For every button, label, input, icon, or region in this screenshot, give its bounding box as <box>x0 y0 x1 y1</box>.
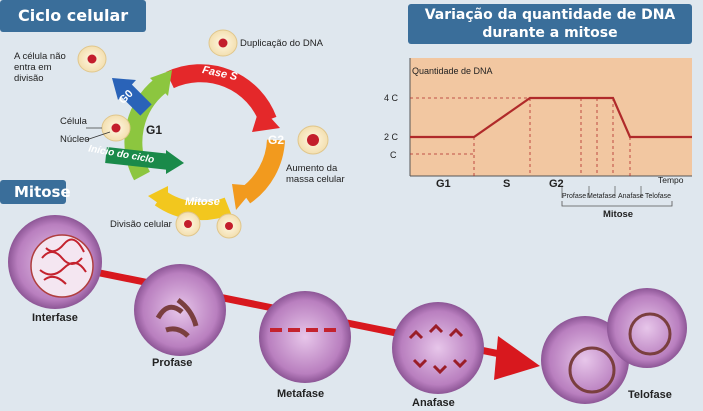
cell-interfase <box>8 215 102 309</box>
stage-label-anafase: Anafase <box>412 397 455 409</box>
cycle-title: Ciclo celular <box>0 0 146 32</box>
chart-plot-area <box>410 58 692 176</box>
phase-label-g2: G2 <box>549 178 564 190</box>
phase-s-arrowhead <box>252 106 280 132</box>
sub-phase-profase: Profase <box>562 193 586 200</box>
dna-chart <box>409 58 692 207</box>
g0-arrow <box>118 82 152 116</box>
phase-mitose-arrowhead <box>148 186 168 210</box>
chart-xlabel: Tempo <box>658 175 684 185</box>
cycle-cells <box>77 29 329 239</box>
label-g2: G2 <box>268 133 284 147</box>
cell-telofase <box>541 288 687 404</box>
stage-label-metafase: Metafase <box>277 388 325 400</box>
ytick-c: C <box>390 150 397 160</box>
label-mitose-wheel: Mitose <box>185 196 220 208</box>
cell-cycle-wheel <box>105 64 285 221</box>
mitosis-sequence <box>8 215 687 404</box>
dna-title-line1: Variação da quantidade de DNA <box>424 7 676 23</box>
label-nucleo: Núcleo <box>60 134 90 145</box>
sub-phase-anafase: Anafase <box>618 193 644 200</box>
ytick-4c: 4 C <box>384 93 399 103</box>
phase-label-g1: G1 <box>436 178 451 190</box>
phase-label-s: S <box>503 178 510 190</box>
cell-metafase <box>259 291 351 383</box>
dna-title-line2: durante a mitose <box>482 25 618 41</box>
label-aumento: Aumento da massa celular <box>286 163 345 185</box>
label-nao-divide: A célula não entra em divisão <box>14 51 66 84</box>
cell-anafase <box>392 302 484 394</box>
phase-s-arc <box>166 64 277 124</box>
cell-profase <box>134 264 226 356</box>
ytick-2c: 2 C <box>384 132 399 142</box>
phase-g2-arrowhead <box>232 184 256 210</box>
mitose-bracket <box>561 201 673 207</box>
mitose-chart-label: Mitose <box>603 209 633 220</box>
label-duplicacao: Duplicação do DNA <box>240 38 323 49</box>
label-divisao: Divisão celular <box>110 219 172 230</box>
chart-ylabel: Quantidade de DNA <box>412 66 493 76</box>
dna-chart-title: Variação da quantidade de DNA durante a … <box>408 4 692 44</box>
stage-label-interfase: Interfase <box>32 312 78 324</box>
inicio-arrow <box>105 147 171 170</box>
stage-label-profase: Profase <box>152 357 193 369</box>
label-celula: Célula <box>60 116 87 127</box>
phase-g1-arrowhead <box>150 70 172 96</box>
label-g1: G1 <box>146 123 162 137</box>
sub-phase-telofase: Telofase <box>645 193 671 200</box>
mitosis-title: Mitose <box>0 180 71 204</box>
dna-quantity-line <box>410 96 692 139</box>
stage-label-telofase: Telofase <box>628 389 672 401</box>
sub-phase-metafase: Metafase <box>587 193 616 200</box>
